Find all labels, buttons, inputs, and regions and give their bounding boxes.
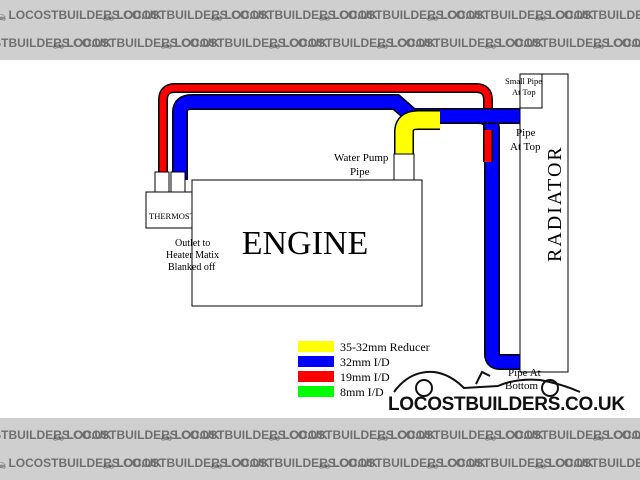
watermark-row: LOCOSTBUILDERS.CO.UKLOCOSTBUILDERS.CO.UK… [0, 456, 640, 470]
water-pump-stub [393, 153, 415, 181]
legend-swatch [298, 356, 334, 367]
watermark-row: LOCOSTBUILDERS.CO.UKLOCOSTBUILDERS.CO.UK… [0, 428, 640, 442]
radiator [519, 73, 569, 373]
watermark-text: LOCOSTBUILDERS.CO.UK [534, 8, 640, 22]
small-pipe-label-1: Small Pipe [505, 76, 542, 86]
radiator-top-tank [519, 73, 543, 109]
water-pump-label-2: Pipe [350, 166, 370, 178]
car-logo-icon [393, 370, 581, 397]
watermark-text: LOCOSTBUILDERS.CO.UK [592, 36, 640, 50]
thermostat-stub-left [154, 171, 170, 193]
watermark-row: LOCOSTBUILDERS.CO.UKLOCOSTBUILDERS.CO.UK… [0, 8, 640, 22]
watermark-band-top: LOCOSTBUILDERS.CO.UK LOCOSTBUILDERS.CO.UK… [0, 0, 640, 60]
pipe-top-label-2: At Top [510, 141, 541, 153]
legend-swatch [298, 386, 334, 397]
watermark-row: LOCOSTBUILDERS.CO.UKLOCOSTBUILDERS.CO.UK… [0, 36, 640, 50]
legend-label: 35-32mm Reducer [340, 340, 430, 354]
legend-swatch [298, 371, 334, 382]
thermostat-stub-right [170, 171, 186, 193]
pipe-bottom-label-2: Bottom [505, 380, 538, 392]
pipe-bottom-label-1: Pipe At [508, 367, 541, 379]
yellow-reducer [395, 111, 440, 156]
outlet-label-2: Heater Matix [166, 250, 219, 261]
radiator-label: RADIATOR [544, 145, 566, 262]
engine-label: ENGINE [242, 225, 369, 262]
outlet-label-1: Outlet to [175, 238, 210, 249]
red-pipe [159, 84, 492, 192]
legend-label: 19mm I/D [340, 370, 390, 384]
legend-label: 8mm I/D [340, 385, 384, 399]
thermostat-label: THERMOSTAT [149, 211, 205, 221]
watermark-text: LOCOSTBUILDERS.CO.UK [534, 456, 640, 470]
legend-swatch [298, 341, 334, 352]
outlet-label-3: Blanked off [168, 262, 216, 273]
thermostat-housing [145, 191, 195, 229]
pipe-top-label-1: Pipe [516, 127, 536, 139]
water-pump-label-1: Water Pump [334, 152, 389, 164]
legend-label: 32mm I/D [340, 355, 390, 369]
watermark-band-bottom: LOCOSTBUILDERS.CO.UK LOCOSTBUILDERS.CO.UK… [0, 418, 640, 480]
site-logo: LOCOSTBUILDERS.CO.UK [388, 394, 625, 415]
engine-block [191, 179, 423, 307]
small-pipe-label-2: At Top [512, 87, 536, 97]
watermark-text: LOCOSTBUILDERS.CO.UK [592, 428, 640, 442]
